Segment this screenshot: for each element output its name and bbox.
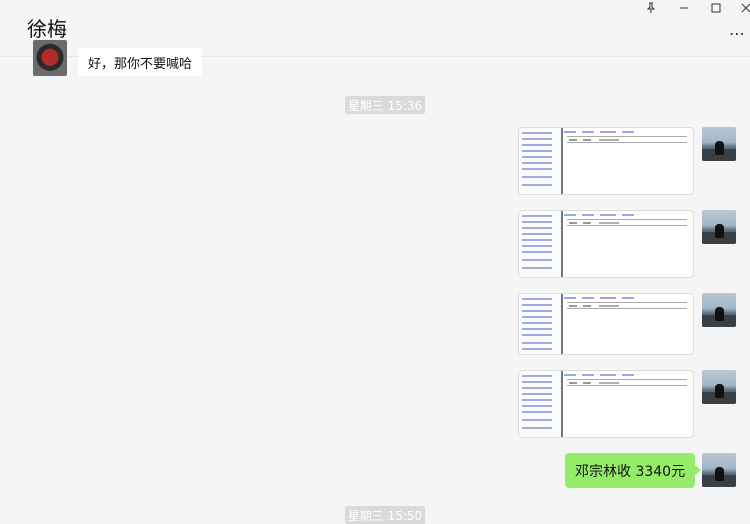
image-thumbnail-sidebar [519, 294, 563, 354]
contact-avatar[interactable] [33, 40, 67, 76]
incoming-message[interactable]: 好，那你不要喊哈 [78, 48, 203, 76]
image-message[interactable] [518, 210, 694, 278]
image-message[interactable] [518, 127, 694, 195]
image-thumbnail-sidebar [519, 211, 563, 277]
chat-title: 徐梅 [27, 17, 67, 41]
image-message[interactable] [518, 370, 694, 438]
outgoing-message[interactable]: 邓宗林收 3340元 [565, 453, 702, 488]
my-avatar[interactable] [702, 453, 736, 487]
pin-icon[interactable] [641, 0, 661, 16]
image-thumbnail-sidebar [519, 128, 563, 194]
my-avatar[interactable] [702, 293, 736, 327]
minimize-icon[interactable] [674, 0, 694, 16]
chat-header: 徐梅 ⋯ [0, 0, 750, 57]
more-icon[interactable]: ⋯ [729, 24, 746, 43]
timestamp: 星期三 15:36 [345, 96, 425, 114]
close-icon[interactable] [736, 0, 750, 16]
my-avatar[interactable] [702, 127, 736, 161]
my-avatar[interactable] [702, 210, 736, 244]
maximize-icon[interactable] [706, 0, 726, 16]
image-thumbnail-sidebar [519, 371, 563, 437]
my-avatar[interactable] [702, 370, 736, 404]
timestamp: 星期三 15:50 [345, 506, 425, 524]
image-message[interactable] [518, 293, 694, 355]
